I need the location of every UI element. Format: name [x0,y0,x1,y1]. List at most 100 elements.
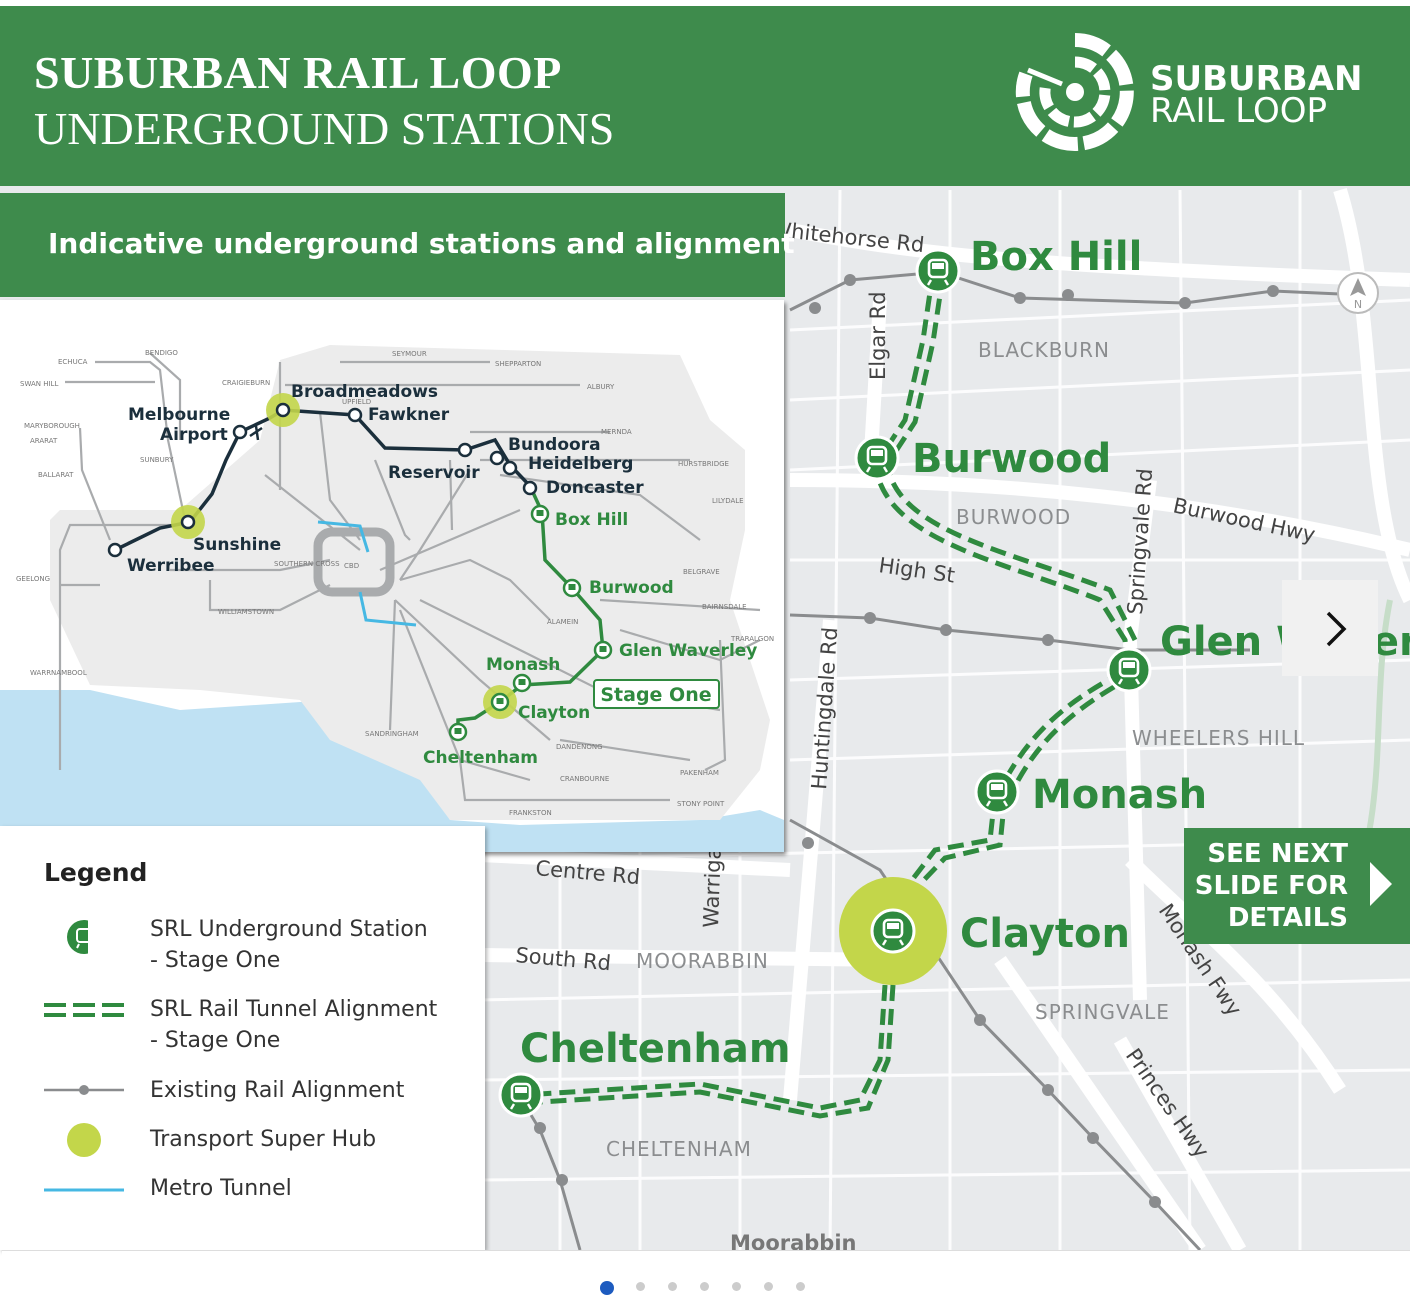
svg-text:Doncaster: Doncaster [546,478,644,498]
legend-item-label: Existing Rail Alignment [150,1078,405,1103]
see-next-line1: SEE NEXT [1207,839,1348,869]
svg-text:Clayton: Clayton [518,703,590,723]
svg-text:Fawkner: Fawkner [368,405,450,425]
carousel-dot[interactable] [636,1282,645,1291]
svg-text:Sunshine: Sunshine [193,535,281,555]
suburb-label: WHEELERS HILL [1132,726,1305,750]
station-cheltenham-icon[interactable] [498,1072,544,1118]
compass-icon [1337,272,1379,314]
page-title-line1: SUBURBAN RAIL LOOP [34,47,562,98]
legend-item-label: SRL Underground Station [150,917,428,942]
inset-stations [107,402,613,742]
super-hub-dot-icon [67,1123,101,1157]
svg-text:MARYBOROUGH: MARYBOROUGH [24,422,80,430]
svg-text:MERNDA: MERNDA [601,428,632,436]
svg-text:LILYDALE: LILYDALE [712,497,744,505]
airport-plane-icon [249,425,263,441]
svg-text:Werribee: Werribee [127,556,215,576]
see-next-line3: DETAILS [1227,903,1348,933]
svg-text:BENDIGO: BENDIGO [145,349,178,357]
svg-text:SWAN HILL: SWAN HILL [20,380,58,388]
inset-map-canvas: Box Hill Burwood Glen Waverley Monash Cl… [0,300,784,852]
legend-item-label: Metro Tunnel [150,1176,292,1201]
svg-text:Box Hill: Box Hill [555,510,628,530]
inset-label-airport: Airport [160,425,228,445]
carousel-dot[interactable] [700,1282,709,1291]
subtitle-banner: Indicative underground stations and alig… [0,193,795,297]
carousel-dot[interactable] [668,1282,677,1291]
svg-text:ALAMEIN: ALAMEIN [547,618,578,626]
svg-text:PAKENHAM: PAKENHAM [680,769,719,777]
station-box-hill-icon[interactable] [915,248,961,294]
header-banner: SUBURBAN RAIL LOOP UNDERGROUND STATIONS [0,6,1410,186]
rail-line-icon [44,1085,124,1095]
inset-label-melbourne: Melbourne [128,405,230,425]
carousel-dot-active[interactable] [600,1281,614,1295]
stage-one-badge [593,679,720,709]
srl-logo-icon [1015,33,1134,151]
srl-tunnel-alignment [539,271,1138,1119]
legend-item-label: SRL Rail Tunnel Alignment [150,997,438,1022]
svg-text:Glen Waverley: Glen Waverley [619,641,757,661]
svg-text:Cheltenham: Cheltenham [423,748,538,768]
subtitle-text: Indicative underground stations and alig… [48,227,795,260]
svg-text:ALBURY: ALBURY [587,383,615,391]
compass-label: N [1354,298,1362,311]
station-clayton-icon[interactable] [870,908,916,954]
station-label: Burwood [912,436,1111,482]
carousel-dot[interactable] [764,1282,773,1291]
see-next-slide-button[interactable]: SEE NEXT SLIDE FOR DETAILS [1184,828,1410,944]
cbd-loop [313,527,395,597]
svg-text:CRAIGIEBURN: CRAIGIEBURN [222,379,270,387]
metro-area [50,345,770,820]
legend-title: Legend [44,858,148,887]
bay-water [0,690,784,852]
carousel-dot[interactable] [732,1282,741,1291]
svg-text:Burwood: Burwood [589,578,674,598]
svg-text:ARARAT: ARARAT [30,437,58,445]
svg-text:STONY POINT: STONY POINT [677,800,725,808]
station-label: Box Hill [970,234,1142,280]
station-monash-icon[interactable] [974,769,1020,815]
station-burwood-icon[interactable] [854,435,900,481]
road-label: Warrigal [699,840,726,928]
svg-text:WARRNAMBOOL: WARRNAMBOOL [30,669,87,677]
page-title-line2: UNDERGROUND STATIONS [34,103,615,154]
svg-text:Bundoora: Bundoora [508,435,601,455]
station-glen-waverley-icon[interactable] [1106,647,1152,693]
svg-text:DANDENONG: DANDENONG [556,743,603,751]
station-icon [67,920,88,954]
see-next-line2: SLIDE FOR [1194,871,1348,901]
svg-text:HURSTBRIDGE: HURSTBRIDGE [678,460,729,468]
svg-text:SUNBURY: SUNBURY [140,456,174,464]
carousel-dot[interactable] [796,1282,805,1291]
next-slide-button[interactable] [1282,580,1378,676]
legend-item-label: Transport Super Hub [150,1127,377,1152]
road-label: Elgar Rd [866,291,890,380]
svg-text:CBD: CBD [344,562,359,570]
metro-tunnel-line [317,520,370,553]
svg-text:UPFIELD: UPFIELD [342,398,371,406]
svg-text:BELGRAVE: BELGRAVE [683,568,720,576]
svg-text:ECHUCA: ECHUCA [58,358,88,366]
svg-text:SANDRINGHAM: SANDRINGHAM [365,730,419,738]
inset-network-map[interactable]: Box Hill Burwood Glen Waverley Monash Cl… [0,300,784,852]
logo-text-line2: RAIL LOOP [1150,91,1328,131]
suburb-label: MOORABBIN [636,949,769,973]
svg-text:BALLARAT: BALLARAT [38,471,74,479]
suburb-label: SPRINGVALE [1035,1000,1170,1024]
svg-text:Heidelberg: Heidelberg [528,454,633,474]
metro-line-icon [44,1188,124,1192]
road-label: Moorabbin [730,1231,857,1250]
svg-text:Broadmeadows: Broadmeadows [291,382,438,402]
inset-future-labels: Broadmeadows Fawkner Melbourne Airport R… [127,382,644,576]
srl-stage-one-line [456,485,605,732]
stage-one-label: Stage One [600,684,711,706]
svg-text:SHEPPARTON: SHEPPARTON [495,360,541,368]
svg-text:TRARALGON: TRARALGON [730,635,774,643]
legend-item-sublabel: - Stage One [150,1028,281,1053]
svg-text:SOUTHERN CROSS: SOUTHERN CROSS [274,560,340,568]
existing-rail-stops [534,274,1279,1208]
inset-small-labels: ECHUCA BENDIGO SEYMOUR SHEPPARTON SWAN H… [16,349,774,817]
suburb-label: CHELTENHAM [606,1137,752,1161]
